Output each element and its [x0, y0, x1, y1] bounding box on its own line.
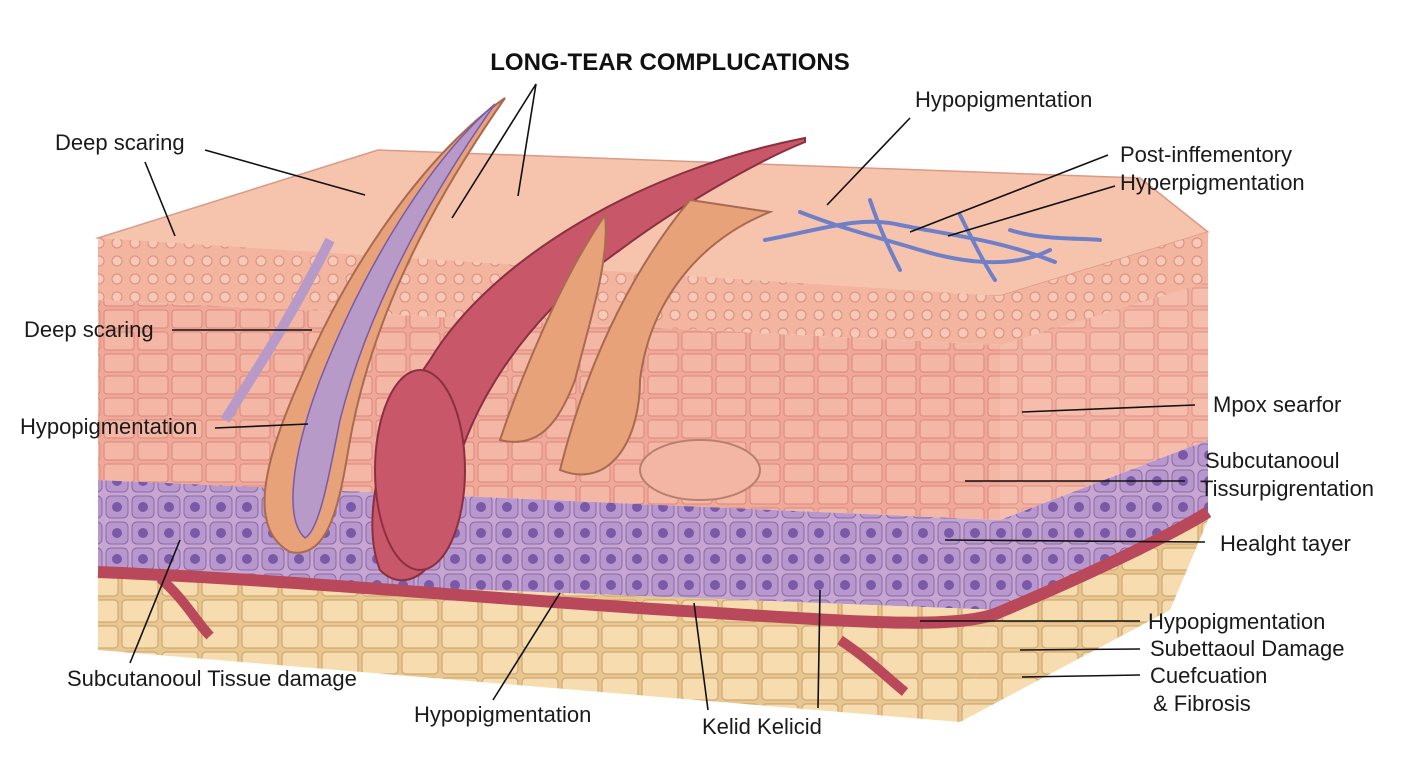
label-deep-scaring-mid: Deep scaring — [24, 317, 154, 342]
label-hypopigmentation-bottom: Hypopigmentation — [414, 702, 591, 727]
title-arrows — [451, 83, 537, 219]
label-subcutaneous-right-2: Tissurpigrentation — [1200, 476, 1374, 501]
vessel-branch-lower — [837, 635, 909, 696]
label-subcutaneous-right-1: Subcutanooul — [1205, 448, 1340, 473]
right-face-epidermis — [1000, 232, 1208, 345]
leader-keloid-2 — [817, 589, 821, 709]
diagram-title: LONG-TEAR COMPLUCATIONS — [490, 49, 850, 76]
label-height-layer: Healght tayer — [1220, 531, 1351, 556]
label-hypopigmentation-left: Hypopigmentation — [20, 414, 197, 439]
blood-vessel — [97, 506, 1212, 629]
sebaceous-structure — [371, 136, 806, 582]
label-keloid: Kelid Kelicid — [702, 714, 822, 739]
label-mpox-scar: Mpox searfor — [1213, 392, 1341, 417]
gland-structures — [498, 198, 774, 501]
leader-subcutaneous-bottom — [129, 539, 181, 664]
hair-follicle — [220, 97, 506, 554]
leader-hypopigmentation-bottom — [492, 592, 561, 701]
leader-keloid-1 — [693, 602, 709, 711]
leader-cuefcuation — [1021, 674, 1141, 678]
leader-deep-scaring-top-2 — [204, 149, 366, 196]
pigment-network — [763, 198, 1102, 282]
leader-height-layer — [944, 539, 1206, 543]
label-deep-scaring-top: Deep scaring — [55, 130, 185, 155]
label-subcutaneous-damage-right: Subettaoul Damage — [1150, 636, 1344, 661]
label-post-inflammatory-2: Hyperpigmentation — [1120, 170, 1305, 195]
leader-subcutaneous-damage-right — [1019, 648, 1141, 651]
label-cuefcuation-1: Cuefcuation — [1150, 663, 1267, 688]
leader-post-inflammatory-2 — [947, 185, 1116, 237]
label-subcutaneous-bottom: Subcutanooul Tissue damage — [67, 666, 357, 691]
label-hypopigmentation-top: Hypopigmentation — [915, 87, 1092, 112]
label-post-inflammatory-1: Post-inffementory — [1120, 142, 1292, 167]
label-hypopigmentation-right: Hypopigmentation — [1148, 609, 1325, 634]
leader-post-inflammatory-1 — [909, 154, 1109, 233]
leader-mpox-scar — [1021, 404, 1196, 413]
leader-hypopigmentation-top — [826, 117, 911, 206]
right-face-basal — [1000, 440, 1208, 610]
leader-hypopigmentation-left — [214, 423, 309, 429]
vessel-branch — [156, 574, 214, 640]
leader-deep-scaring-top-1 — [144, 161, 176, 237]
label-cuefcuation-2: & Fibrosis — [1153, 691, 1251, 716]
